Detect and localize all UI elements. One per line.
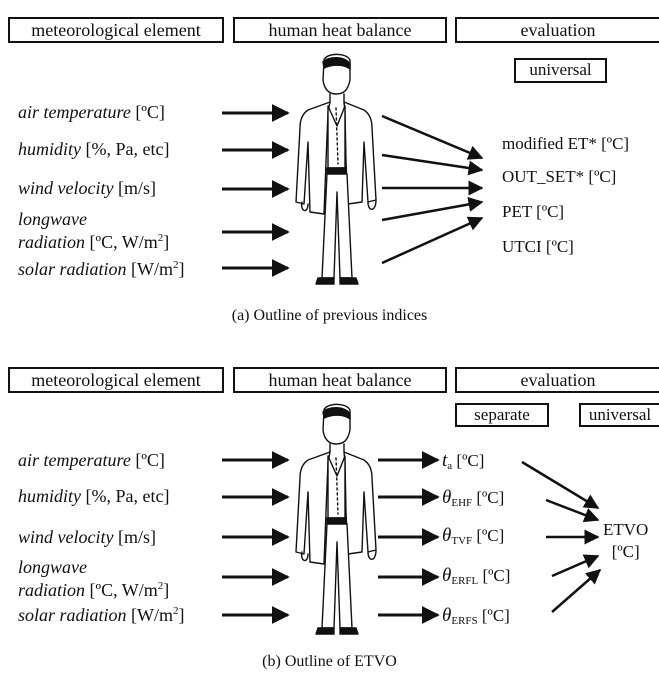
output-unit: [ºC] bbox=[472, 488, 505, 507]
output-symbol: θTVF bbox=[442, 525, 473, 547]
symbol-subscript: ERFS bbox=[451, 615, 478, 627]
input-unit: [%, Pa, etc] bbox=[81, 486, 170, 506]
input-longwave-radiation-b: radiation [ºC, W/m2] bbox=[18, 579, 169, 601]
input-unit: [ºC, W/m bbox=[85, 580, 158, 600]
etvo-output: ETVO [ºC] bbox=[603, 519, 648, 563]
input-solar-radiation-b: solar radiation [W/m2] bbox=[18, 604, 185, 626]
arrow-b-etvo-1 bbox=[521, 460, 600, 510]
input-unit-sup: 2 bbox=[173, 259, 179, 271]
output-unit: [ºC] bbox=[477, 606, 510, 625]
universal-box-b: universal bbox=[579, 403, 659, 427]
symbol-letter: θ bbox=[442, 605, 452, 626]
separate-output-tvf: θTVF [ºC] bbox=[442, 525, 505, 547]
output-symbol: θERFS bbox=[442, 605, 478, 627]
arrow-a-out-4 bbox=[381, 197, 484, 222]
input-name: humidity bbox=[18, 486, 81, 506]
output-symbol: θERFL bbox=[442, 565, 479, 587]
input-air-temperature-a: air temperature [ºC] bbox=[18, 101, 165, 123]
input-name: humidity bbox=[18, 139, 81, 159]
input-unit-close: ] bbox=[163, 580, 170, 600]
input-wind-velocity-b: wind velocity [m/s] bbox=[18, 526, 156, 548]
input-unit-sup: 2 bbox=[173, 605, 179, 617]
arrow-a-out-5 bbox=[381, 216, 484, 265]
input-air-temperature-b: air temperature [ºC] bbox=[18, 449, 165, 471]
human-figure-a bbox=[295, 53, 377, 285]
input-name: air temperature bbox=[18, 102, 131, 122]
arrow-a-out-2 bbox=[381, 153, 484, 176]
output-modified-et-a: modified ET* [ºC] bbox=[502, 134, 630, 153]
symbol-subscript: TVF bbox=[451, 535, 473, 547]
output-utci-a: UTCI [ºC] bbox=[502, 237, 574, 256]
symbol-subscript: a bbox=[447, 460, 453, 472]
input-longwave-b: longwave bbox=[18, 556, 87, 578]
output-unit: [ºC] bbox=[478, 566, 511, 585]
arrow-a-out-1 bbox=[381, 114, 484, 160]
symbol-letter: t bbox=[442, 450, 448, 471]
input-name: air temperature bbox=[18, 450, 131, 470]
header-heat-balance-a: human heat balance bbox=[233, 17, 447, 43]
input-unit: [%, Pa, etc] bbox=[81, 139, 170, 159]
input-unit-sup: 2 bbox=[157, 232, 164, 244]
input-name: wind velocity bbox=[18, 178, 114, 198]
input-unit: [m/s] bbox=[113, 178, 156, 198]
separate-output-erfs: θERFS [ºC] bbox=[442, 605, 510, 627]
symbol-subscript: EHF bbox=[451, 497, 473, 509]
input-name: longwave bbox=[18, 557, 87, 577]
input-wind-velocity-a: wind velocity [m/s] bbox=[18, 177, 156, 199]
input-name: solar radiation bbox=[18, 259, 127, 279]
input-unit: [ºC] bbox=[130, 102, 165, 122]
caption-b: (b) Outline of ETVO bbox=[262, 653, 397, 670]
input-unit: [ºC, W/m bbox=[85, 232, 158, 252]
input-unit-sup: 2 bbox=[157, 580, 164, 592]
input-unit-close: ] bbox=[163, 232, 170, 252]
output-unit: [ºC] bbox=[472, 526, 505, 545]
symbol-subscript: ERFL bbox=[451, 575, 479, 587]
input-name-2: radiation bbox=[18, 232, 86, 252]
symbol-letter: θ bbox=[442, 487, 452, 508]
input-unit-close: ] bbox=[178, 259, 185, 279]
input-unit-close: ] bbox=[178, 605, 185, 625]
input-unit: [m/s] bbox=[113, 527, 156, 547]
input-name: solar radiation bbox=[18, 605, 127, 625]
input-name-2: radiation bbox=[18, 580, 86, 600]
header-evaluation-a: evaluation bbox=[455, 17, 659, 43]
caption-a: (a) Outline of previous indices bbox=[231, 307, 428, 324]
header-evaluation-b: evaluation bbox=[455, 367, 659, 393]
input-longwave-radiation-a: radiation [ºC, W/m2] bbox=[18, 231, 169, 253]
symbol-letter: θ bbox=[442, 525, 452, 546]
header-meteorological-a: meteorological element bbox=[8, 17, 224, 43]
output-out-set-a: OUT_SET* [ºC] bbox=[502, 167, 617, 186]
input-longwave-a: longwave bbox=[18, 208, 87, 230]
input-name: longwave bbox=[18, 209, 87, 229]
arrow-b-etvo-2 bbox=[545, 498, 600, 523]
etvo-unit: [ºC] bbox=[611, 542, 640, 561]
input-unit: [W/m bbox=[126, 605, 174, 625]
etvo-label: ETVO bbox=[603, 520, 649, 539]
separate-output-erfl: θERFL [ºC] bbox=[442, 565, 511, 587]
separate-output-ehf: θEHF [ºC] bbox=[442, 487, 505, 509]
input-unit: [ºC] bbox=[130, 450, 165, 470]
input-solar-radiation-a: solar radiation [W/m2] bbox=[18, 258, 185, 280]
input-name: wind velocity bbox=[18, 527, 114, 547]
symbol-letter: θ bbox=[442, 565, 452, 586]
arrow-b-etvo-4 bbox=[551, 554, 600, 578]
input-humidity-a: humidity [%, Pa, etc] bbox=[18, 138, 169, 160]
output-unit: [ºC] bbox=[452, 451, 485, 470]
separate-output-ta: ta [ºC] bbox=[442, 450, 485, 472]
header-heat-balance-b: human heat balance bbox=[233, 367, 447, 393]
universal-box-a: universal bbox=[514, 58, 607, 83]
output-symbol: ta bbox=[442, 450, 453, 472]
header-meteorological-b: meteorological element bbox=[8, 367, 224, 393]
separate-box-b: separate bbox=[455, 403, 549, 427]
output-symbol: θEHF bbox=[442, 487, 473, 509]
arrow-b-etvo-5 bbox=[551, 569, 602, 613]
input-unit: [W/m bbox=[126, 259, 174, 279]
output-pet-a: PET [ºC] bbox=[502, 202, 565, 221]
human-figure-b bbox=[295, 403, 377, 635]
input-humidity-b: humidity [%, Pa, etc] bbox=[18, 485, 169, 507]
